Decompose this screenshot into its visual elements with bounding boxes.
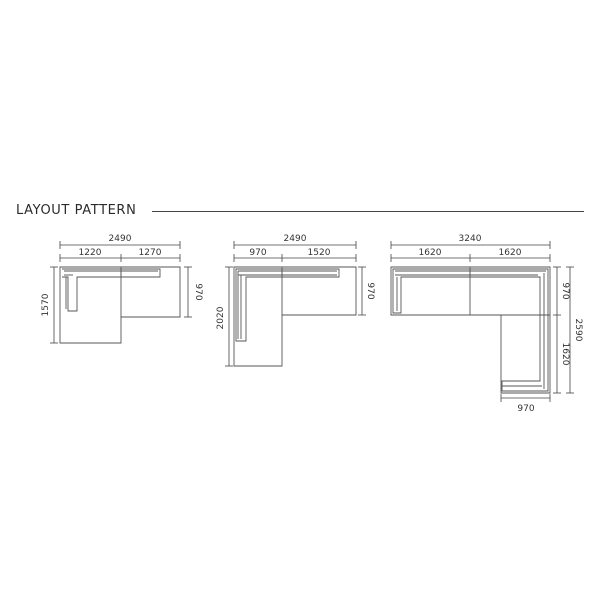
section-title: LAYOUT PATTERN [16,203,137,218]
title-rule [152,211,584,212]
sofa-outline [233,266,357,367]
layout-3: 3240 1620 1620 970 2590 1620 970 [390,234,583,414]
layout-2: 2490 970 1520 2020 970 [216,234,375,367]
overall-width-label: 2490 [284,234,307,244]
overall-depth-label: 1570 [41,293,51,316]
depth-label: 970 [560,282,570,299]
lower-depth-label: 1620 [560,343,570,366]
overall-depth-label: 2590 [573,319,583,342]
dimension-lines [50,241,192,344]
depth-label: 970 [365,282,375,299]
segment-width-label: 970 [249,248,266,258]
layout-1: 2490 1220 1270 1570 970 [41,234,203,344]
segment-width-label: 1220 [79,248,102,258]
segment-width-label: 1270 [139,248,162,258]
overall-depth-label: 2020 [216,306,226,329]
bottom-width-label: 970 [517,404,534,414]
sofa-outline [390,266,551,394]
dimension-lines [225,241,366,367]
overall-width-label: 2490 [109,234,132,244]
segment-width-label: 1620 [499,248,522,258]
sofa-outline [59,266,181,344]
overall-width-label: 3240 [459,234,482,244]
depth-label: 970 [193,283,203,300]
segment-width-label: 1620 [419,248,442,258]
segment-width-label: 1520 [308,248,331,258]
dimension-lines [390,241,574,402]
